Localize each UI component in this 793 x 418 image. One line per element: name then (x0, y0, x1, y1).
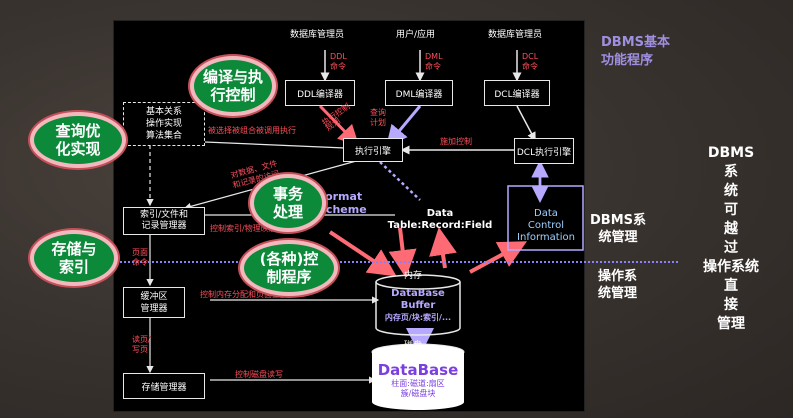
storage-index-oval: 存储与索引 (30, 230, 118, 286)
oval-ctrl-1: (各种)控 (259, 250, 319, 268)
oval-tx-1: 事务 (272, 185, 303, 203)
database-buffer: DataBase Buffer 内存页/块:索引/... (376, 288, 460, 324)
oval-compile-2: 行控制 (210, 86, 256, 104)
apply-control-label: 施加控制 (440, 137, 472, 146)
title-line1: DBMS基本 (601, 35, 670, 50)
data-table-line2: Table:Record:Field (387, 220, 493, 231)
ctrl-index-label: 控制索引/物理映射 (210, 224, 277, 233)
dbms-mgmt-label: DBMS系 统管理 (590, 212, 646, 246)
oval-ctrl-2: 制程序 (266, 268, 312, 286)
format-line2: Scheme (318, 203, 367, 216)
buffer-line2: Buffer (400, 300, 436, 311)
ddl-cmd-1: DDL (330, 52, 347, 61)
rc-6: 操作系统 (703, 259, 759, 275)
oval-tx-2: 处理 (272, 203, 303, 221)
algebra-line2: 操作实现 (145, 119, 182, 129)
dcl-compiler-box: DCL编译器 (484, 80, 550, 106)
storage-manager-box: 存储管理器 (123, 373, 205, 399)
read-page-2: 写页 (132, 345, 148, 354)
dml-cmd-2: 命令 (425, 62, 441, 71)
disk-name: DataBase (377, 361, 459, 379)
oval-query-2: 化实现 (55, 140, 101, 158)
dbms-mgmt-1: DBMS系 (590, 213, 646, 228)
page-cmd-2: 命令 (132, 258, 148, 267)
oval-storage-1: 存储与 (51, 240, 97, 258)
dml-compiler-box: DML编译器 (385, 80, 453, 106)
ctrl-disk-label: 控制磁盘读写 (235, 370, 283, 379)
data-table-block: Data Table:Record:Field (380, 200, 500, 234)
data-table-line1: Data (426, 208, 454, 219)
buffer-mgr-line1: 缓冲区 (140, 291, 168, 302)
rc-9: 管理 (717, 316, 745, 332)
oval-compile-1: 编译与执 (202, 68, 263, 86)
execution-engine-box: 执行引擎 (343, 138, 403, 162)
ddl-cmd-2: 命令 (330, 62, 346, 71)
rc-2: 统 (724, 183, 738, 199)
rc-1: 系 (724, 164, 738, 180)
transaction-oval: 事务处理 (250, 174, 326, 232)
right-column-label: DBMS 系 统 可 越 过 操作系统 直 接 管理 (695, 144, 767, 334)
buffer-manager-box: 缓冲区 管理器 (123, 287, 185, 318)
buffer-mgr-line2: 管理器 (140, 303, 168, 314)
oval-storage-2: 索引 (58, 258, 89, 276)
format-scheme: Format Scheme (318, 190, 367, 216)
buffer-line1: DataBase (391, 288, 445, 299)
read-page-1: 读页/ (132, 335, 151, 344)
algebra-line3: 算法集合 (145, 131, 182, 141)
query-plan-2: 计划 (370, 118, 386, 127)
os-mgmt-2: 统管理 (598, 286, 638, 301)
title-line2: 功能程序 (601, 53, 654, 68)
data-control-line2: Control (527, 220, 565, 231)
disk-line2: 簇/磁盘块 (400, 389, 436, 398)
dml-cmd-1: DML (425, 52, 443, 61)
data-control-info: Data Control Information (510, 208, 582, 244)
role-user: 用户/应用 (396, 30, 436, 40)
dcl-exec-engine-box: DCL执行引擎 (514, 138, 574, 164)
role-dba-dcl: 数据库管理员 (488, 30, 543, 40)
disk-label: 磁盘 (404, 341, 423, 351)
memory-label: 内存 (404, 271, 423, 281)
dcl-cmd-2: 命令 (522, 62, 538, 71)
query-opt-oval: 查询优化实现 (30, 112, 126, 168)
ddl-compiler-box: DDL编译器 (285, 80, 355, 106)
index-mgr-line2: 记录管理器 (141, 221, 187, 231)
database-disk: DataBase 柱面:磁道:扇区 簇/磁盘块 (372, 362, 464, 399)
algebra-line1: 基本关系 (145, 107, 182, 117)
rc-3: 可 (724, 202, 738, 218)
dbms-mgmt-2: 统管理 (598, 230, 638, 245)
buffer-line3: 内存页/块:索引/... (384, 313, 452, 322)
rc-5: 过 (724, 240, 738, 256)
data-control-line3: Information (517, 232, 575, 243)
compile-call-label: 被选择被组合被调用执行 (208, 126, 296, 135)
index-file-manager-box: 索引/文件和 记录管理器 (123, 207, 205, 235)
index-mgr-line1: 索引/文件和 (139, 210, 189, 220)
data-control-line1: Data (534, 208, 558, 219)
rc-4: 越 (724, 221, 738, 237)
rc-8: 接 (724, 297, 738, 313)
rc-0: DBMS (707, 145, 755, 161)
page-cmd-1: 页面 (132, 248, 148, 257)
ctrl-mem-label: 控制内存分配和页面置换 (200, 290, 288, 299)
disk-line1: 柱面:磁道:扇区 (391, 379, 445, 388)
control-program-oval: (各种)控制程序 (240, 240, 338, 296)
oval-query-1: 查询优 (55, 122, 101, 140)
format-line1: Format (318, 190, 363, 203)
dcl-cmd-1: DCL (522, 52, 539, 61)
role-dba-ddl: 数据库管理员 (290, 30, 345, 40)
algebra-box: 基本关系 操作实现 算法集合 (123, 102, 205, 146)
rc-7: 直 (724, 278, 738, 294)
query-plan-1: 查询 (370, 108, 386, 117)
os-mgmt-1: 操作系 (598, 269, 638, 284)
os-mgmt-label: 操作系 统管理 (598, 268, 637, 302)
compile-exec-oval: 编译与执行控制 (190, 56, 276, 116)
